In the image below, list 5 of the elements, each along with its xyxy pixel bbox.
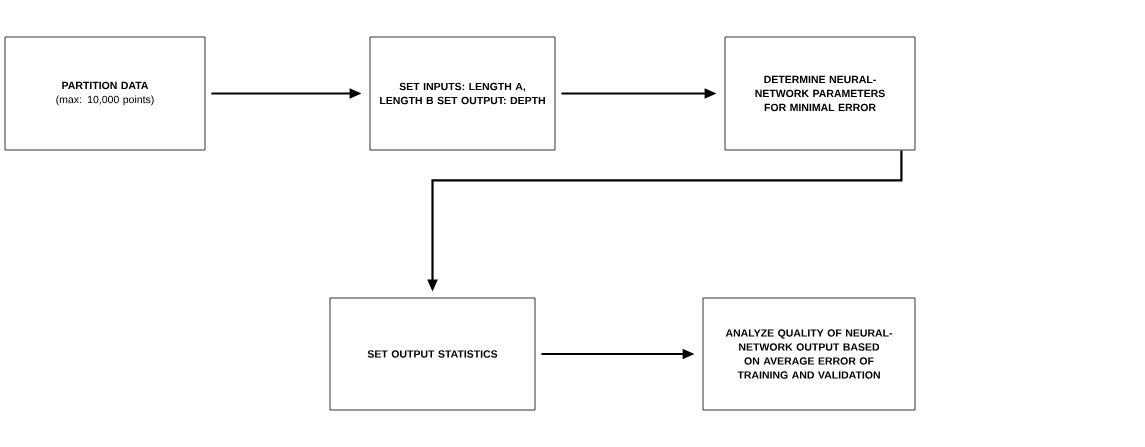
process-box: SET OUTPUT STATISTICS — [329, 297, 536, 411]
process-box: ANALYZE QUALITY OF NEURAL-NETWORK OUTPUT BASED ON AVERAGE ERROR OF TRAINING AND VALIDATION — [702, 297, 916, 411]
process-box: DETERMINE NEURAL-NETWORK PARAMETERS FOR MINIMAL ERROR — [724, 36, 916, 151]
process-box: SET INPUTS: LENGTH A, LENGTH B SET OUTPUT: DEPTH — [369, 36, 556, 151]
process-box: PARTITION DATA (max: 10,000 points) — [4, 36, 206, 151]
